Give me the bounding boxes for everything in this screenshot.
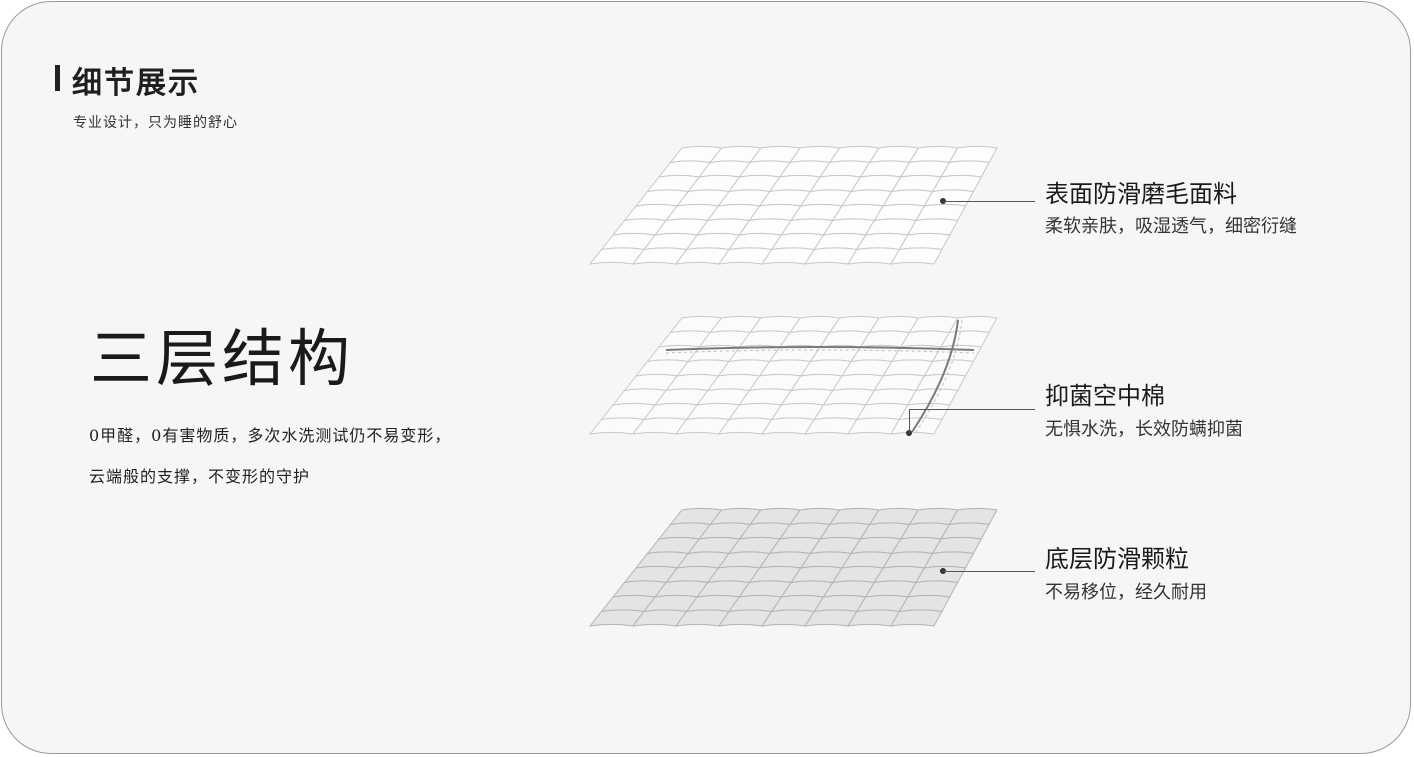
layer-3-title: 底层防滑颗粒 (1045, 545, 1189, 573)
quilt-cell (923, 189, 975, 207)
section-title: 细节展示 (72, 66, 200, 101)
layer-1-title: 表面防滑磨毛面料 (1045, 180, 1237, 208)
quilt-cell (890, 609, 943, 627)
layer-1-description: 柔软亲肤，吸湿透气，细密衍缝 (1045, 216, 1297, 237)
layer-middle-cotton-image (588, 315, 998, 435)
layer-top-fabric-image (588, 145, 998, 265)
layer-2-pointer-dot (906, 430, 912, 436)
main-title: 三层结构 (90, 322, 355, 395)
quilt-cell (915, 203, 967, 222)
layer-3-leader-line (943, 571, 1035, 572)
quilt-cell (923, 551, 975, 569)
layer-1-leader-line (943, 201, 1035, 202)
layer-2-leader-vertical (909, 409, 910, 433)
quilt-cell (906, 218, 959, 236)
layer-2-title: 抑菌空中棉 (1045, 382, 1165, 410)
description-line-2: 云端般的支撑，不变形的守护 (89, 467, 311, 486)
section-marker (55, 65, 60, 91)
layer-2-leader-line (909, 409, 1035, 410)
quilt-cell (890, 247, 943, 265)
layer-bottom-granule-image (588, 507, 998, 627)
section-subtitle: 专业设计，只为睡的舒心 (73, 115, 238, 131)
quilt-cell (898, 594, 951, 613)
layer-2-description: 无惧水洗，长效防螨抑菌 (1045, 419, 1243, 440)
quilt-cell (898, 232, 951, 251)
layer-3-description: 不易移位，经久耐用 (1045, 582, 1207, 603)
quilt-cell (906, 580, 959, 598)
description-line-1: 0甲醛，0有害物质，多次水洗测试仍不易变形， (89, 426, 452, 445)
